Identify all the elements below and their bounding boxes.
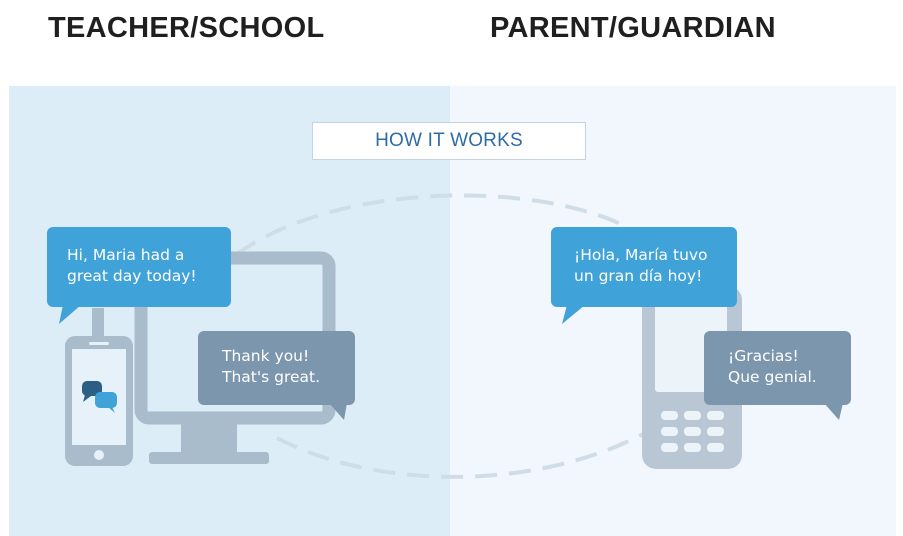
illustration-artwork bbox=[47, 193, 851, 479]
parent-reply-text: ¡Gracias! Que genial. bbox=[728, 346, 817, 388]
parent-reply-line: Que genial. bbox=[728, 368, 817, 386]
teacher-reply-line: That's great. bbox=[222, 368, 321, 386]
how-it-works-illustration: HOW IT WORKS Hi, Maria had a great day t… bbox=[9, 86, 896, 536]
parent-message-line: ¡Hola, María tuvo bbox=[574, 246, 708, 264]
teacher-message-text: Hi, Maria had a great day today! bbox=[67, 245, 197, 287]
teacher-message-bubble bbox=[47, 227, 231, 324]
chat-bubbles-icon bbox=[82, 381, 117, 413]
teacher-message-line: great day today! bbox=[67, 267, 197, 285]
how-it-works-title: HOW IT WORKS bbox=[312, 122, 586, 160]
parent-guardian-heading: PARENT/GUARDIAN bbox=[490, 12, 776, 44]
connection-arc-top bbox=[235, 193, 630, 256]
parent-reply-line: ¡Gracias! bbox=[728, 347, 799, 365]
parent-reply-bubble bbox=[704, 331, 851, 420]
connection-arc-bottom bbox=[276, 429, 650, 479]
teacher-reply-bubble bbox=[198, 331, 355, 420]
teacher-message-line: Hi, Maria had a bbox=[67, 246, 185, 264]
teacher-reply-line: Thank you! bbox=[222, 347, 310, 365]
parent-message-bubble bbox=[551, 227, 737, 324]
parent-message-line: un gran día hoy! bbox=[574, 267, 703, 285]
parent-message-text: ¡Hola, María tuvo un gran día hoy! bbox=[574, 245, 708, 287]
teacher-reply-text: Thank you! That's great. bbox=[222, 346, 320, 388]
teacher-school-heading: TEACHER/SCHOOL bbox=[48, 12, 325, 44]
bubble-connector bbox=[92, 308, 104, 336]
